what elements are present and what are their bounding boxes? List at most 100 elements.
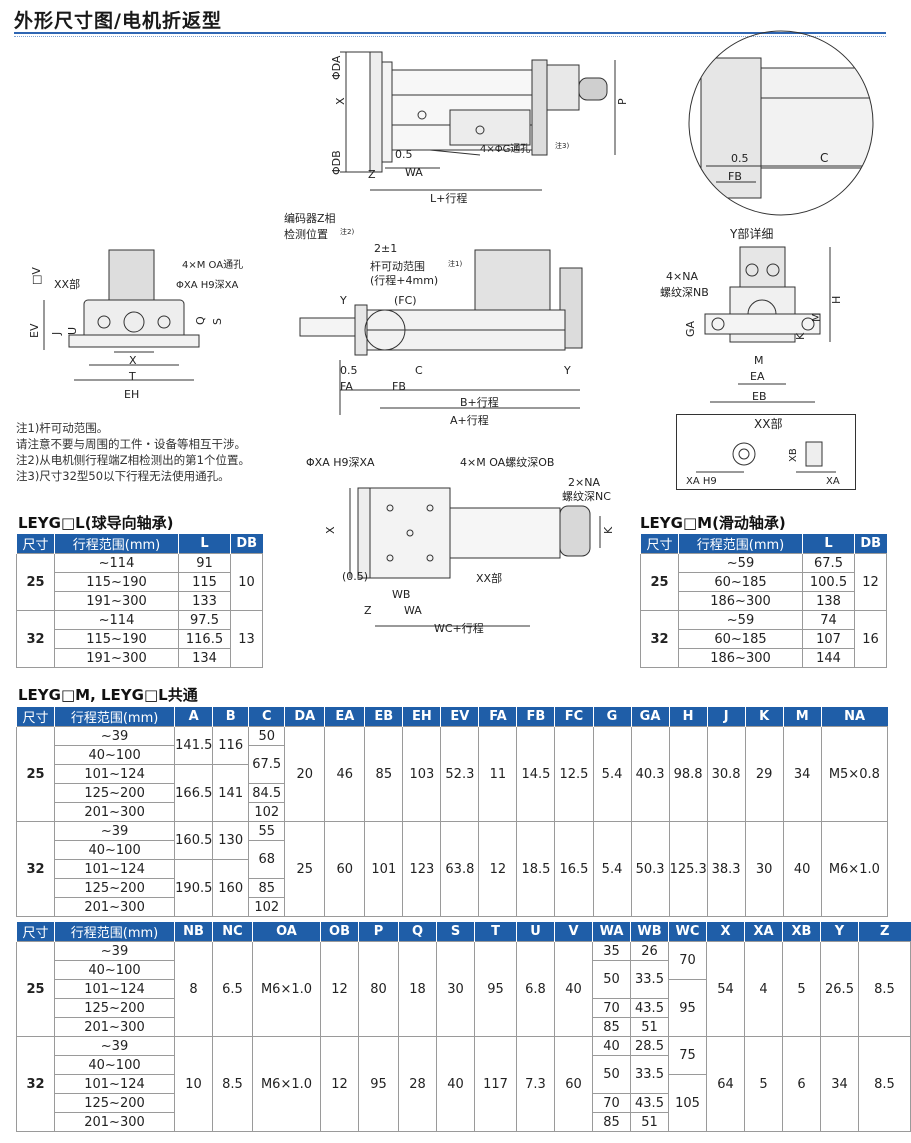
stroke-range-cell: 115~190 <box>54 572 179 592</box>
dim-value-cell: 6.8 <box>516 941 555 1037</box>
stroke-range-cell: 101~124 <box>54 859 176 879</box>
size-cell: 25 <box>16 553 55 611</box>
drawing-top-view: ΦDA X ΦDB Z 0.5 WA L+行程 4×ΦG通孔 注3) P <box>330 51 629 205</box>
dim-value-cell: 98.8 <box>668 726 708 822</box>
table-m-heading: LEYG□M(滑动轴承) <box>640 514 786 532</box>
stroke-range-cell: 40~100 <box>54 960 175 980</box>
label-na: 4×NA <box>666 270 698 283</box>
dim-value-cell: 16.5 <box>554 821 594 917</box>
dim-value-cell: 34 <box>820 1036 859 1132</box>
stroke-range-cell: 40~100 <box>54 745 176 765</box>
dim-h: H <box>830 296 843 304</box>
wb-value-cell: 43.5 <box>630 998 669 1018</box>
column-header: GA <box>630 707 670 727</box>
dim-value-cell: 103 <box>402 726 442 822</box>
l-value-cell: 144 <box>802 648 855 668</box>
a-value-cell: 141.5 <box>174 726 214 765</box>
dim-value-cell: 25 <box>284 821 326 917</box>
stroke-range-cell: 186~300 <box>678 648 803 668</box>
dim-eh: EH <box>124 388 139 401</box>
drawing-side-view: 编码器Z相 检测位置 注2) 2±1 杆可动范围 注1) (行程+4mm) (F… <box>284 211 583 427</box>
c-value-cell: 84.5 <box>248 783 286 803</box>
column-header: FA <box>478 707 517 727</box>
column-header: X <box>706 922 745 942</box>
dim-fb-side: FB <box>392 380 406 393</box>
stroke-range-cell: 186~300 <box>678 591 803 611</box>
dim-value-cell: 11 <box>478 726 518 822</box>
label-note1: 注1) <box>448 259 462 268</box>
dim-value-cell: 18 <box>398 941 437 1037</box>
dim-value-cell: 30 <box>744 821 784 917</box>
table-row: 125~200 84.5 <box>17 783 888 803</box>
label-stroke-4mm: (行程+4mm) <box>370 274 438 287</box>
c-value-cell: 85 <box>248 878 286 898</box>
dim-value-cell: 60 <box>554 1036 593 1132</box>
dim-value-cell: 12 <box>478 821 518 917</box>
wa-value-cell: 85 <box>592 1017 631 1037</box>
page-title: 外形尺寸图/电机折返型 <box>14 10 222 32</box>
dim-t: T <box>128 370 136 383</box>
dim-value-cell: 40 <box>436 1036 475 1132</box>
l-value-cell: 138 <box>802 591 855 611</box>
dim-v: □V <box>30 267 43 285</box>
dim-phi-db: ΦDB <box>330 150 343 175</box>
label-detect-pos: 检测位置 <box>284 227 328 241</box>
column-header: L <box>178 534 231 554</box>
column-header: J <box>706 707 746 727</box>
dim-value-cell: 20 <box>284 726 326 822</box>
dim-value-cell: 30.8 <box>706 726 746 822</box>
label-2na: 2×NA <box>568 476 600 489</box>
dim-value-cell: 50.3 <box>630 821 670 917</box>
column-header: M <box>782 707 822 727</box>
c-value-cell: 102 <box>248 802 286 822</box>
dim-value-cell: M6×1.0 <box>252 1036 321 1132</box>
stroke-range-cell: ~59 <box>678 610 803 630</box>
stroke-range-cell: 201~300 <box>54 1112 175 1132</box>
wc-value-cell: 105 <box>668 1074 707 1132</box>
dim-phi-da: ΦDA <box>330 55 343 80</box>
label-xx-part-bottom: XX部 <box>476 571 502 585</box>
db-value-cell: 10 <box>230 553 263 611</box>
dim-value-cell: 10 <box>174 1036 213 1132</box>
stroke-range-cell: 125~200 <box>54 783 176 803</box>
column-header: Q <box>398 922 437 942</box>
column-header: S <box>436 922 475 942</box>
dim-wb: WB <box>392 588 410 601</box>
dim-value-cell: M5×0.8 <box>820 726 889 822</box>
label-m-oa-thread: 4×M OA螺纹深OB <box>460 455 554 469</box>
dim-value-cell: 5 <box>744 1036 783 1132</box>
drawing-xx-detail: XX部 XB XA H9 XA <box>676 414 856 490</box>
stroke-range-cell: 115~190 <box>54 629 179 649</box>
column-header: OB <box>320 922 359 942</box>
c-value-cell: 55 <box>248 821 286 841</box>
dim-value-cell: 6 <box>782 1036 821 1132</box>
stroke-range-cell: 125~200 <box>54 1093 175 1113</box>
column-header: 尺寸 <box>16 534 55 554</box>
column-header: Z <box>858 922 911 942</box>
column-header: 行程范围(mm) <box>54 534 179 554</box>
title-rule <box>14 32 886 34</box>
size-cell: 32 <box>15 821 56 917</box>
dim-value-cell: 5.4 <box>592 726 632 822</box>
dim-value-cell: 40 <box>782 821 822 917</box>
dim-value-cell: 95 <box>358 1036 399 1132</box>
dim-value-cell: 8 <box>174 941 213 1037</box>
dim-ev: EV <box>28 323 41 338</box>
dim-value-cell: 34 <box>782 726 822 822</box>
label-note3: 注3) <box>555 141 569 150</box>
dim-wa-bottom: WA <box>404 604 422 617</box>
column-header: H <box>668 707 708 727</box>
dim-wa: WA <box>405 166 423 179</box>
dim-xb: XB <box>788 448 799 462</box>
dim-k-vert: K <box>794 332 807 340</box>
